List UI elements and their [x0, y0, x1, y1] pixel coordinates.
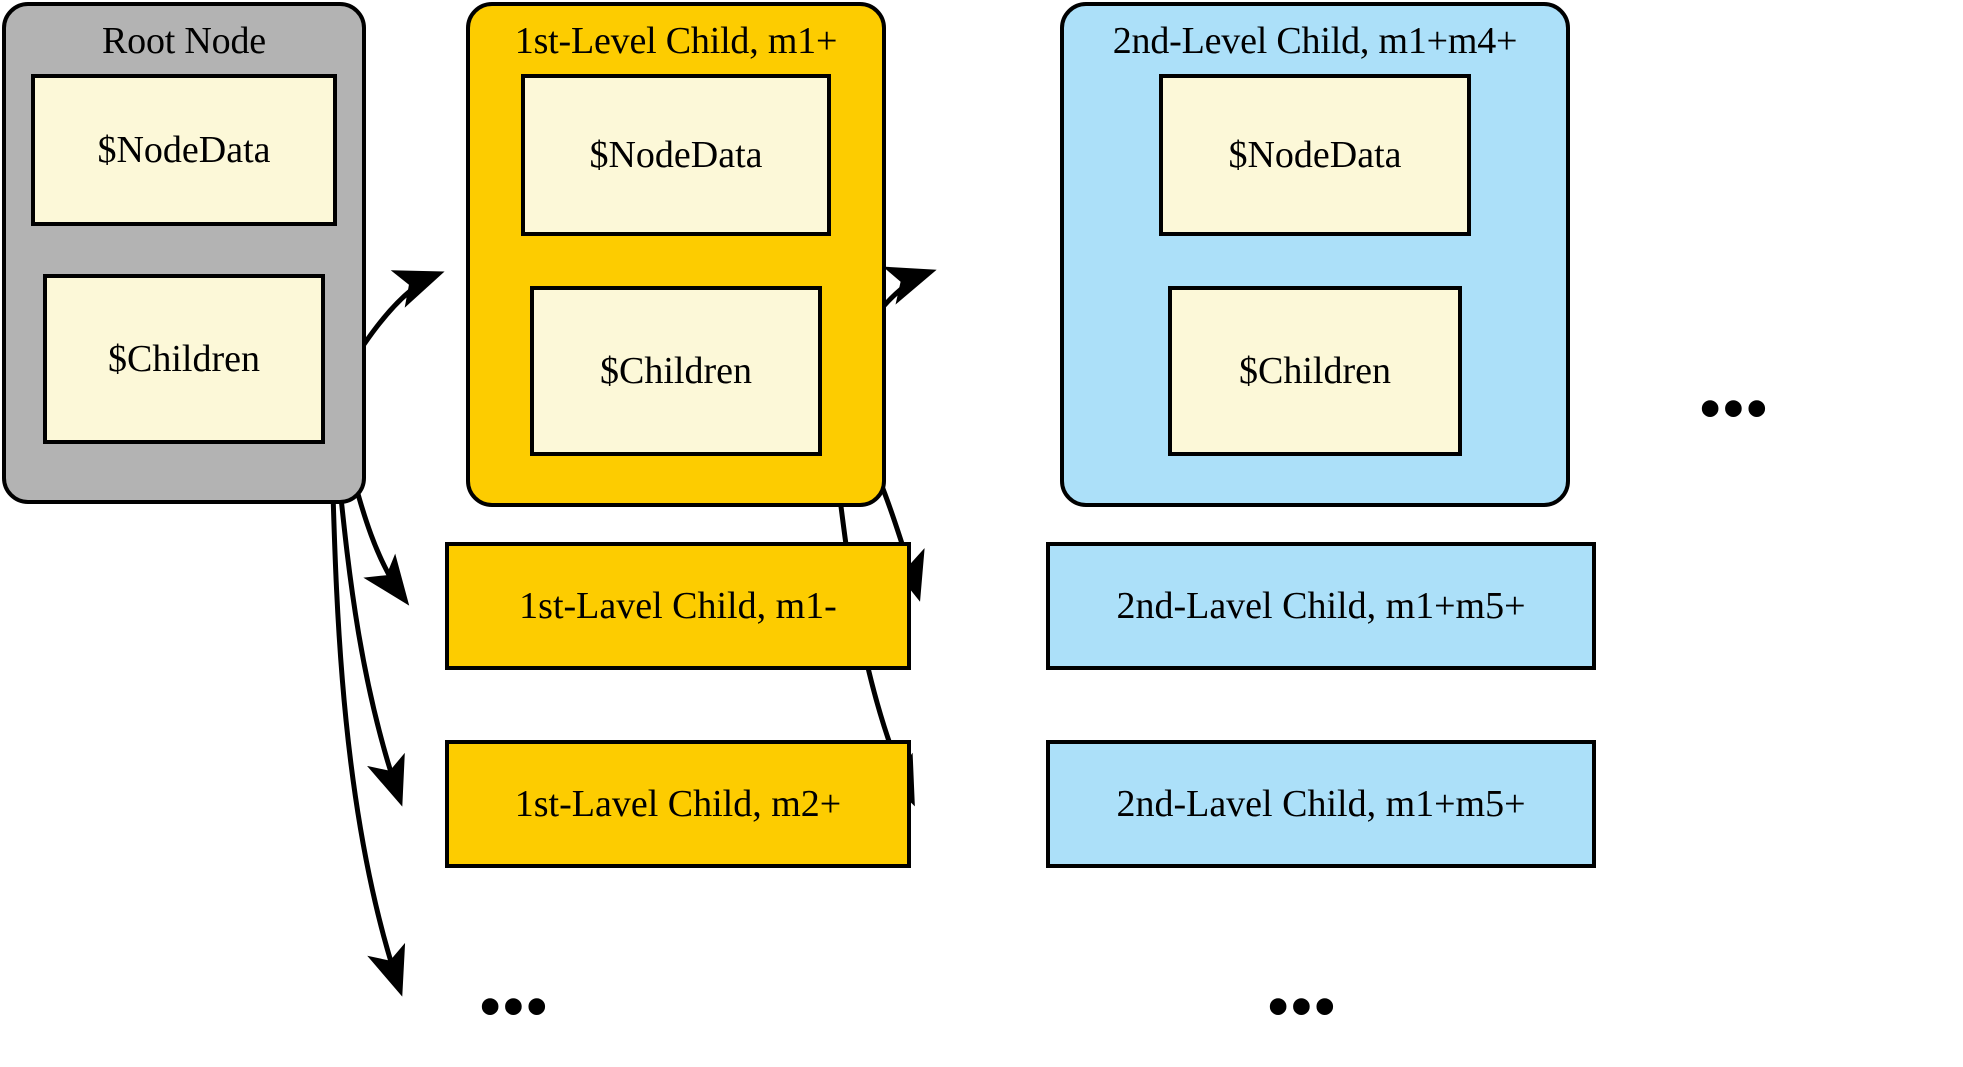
node-root[interactable]: Root Node $NodeData $Children	[2, 2, 366, 504]
leaf-level1-m1-minus[interactable]: 1st-Lavel Child, m1-	[445, 542, 911, 670]
leaf-level2-first[interactable]: 2nd-Lavel Child, m1+m5+	[1046, 542, 1596, 670]
node-root-field-nodedata[interactable]: $NodeData	[31, 74, 337, 226]
node-level1-expanded-title: 1st-Level Child, m1+	[514, 20, 838, 62]
node-root-title: Root Node	[102, 20, 266, 62]
node-level2-field-children[interactable]: $Children	[1168, 286, 1462, 456]
node-level2-field-nodedata[interactable]: $NodeData	[1159, 74, 1471, 236]
leaf-level2-second[interactable]: 2nd-Lavel Child, m1+m5+	[1046, 740, 1596, 868]
ellipsis-level2-bottom: •••	[1268, 974, 1338, 1039]
node-level1-field-nodedata[interactable]: $NodeData	[521, 74, 831, 236]
node-level1-expanded[interactable]: 1st-Level Child, m1+ $NodeData $Children	[466, 2, 886, 507]
ellipsis-level1-bottom: •••	[480, 974, 550, 1039]
leaf-level1-m2-plus[interactable]: 1st-Lavel Child, m2+	[445, 740, 911, 868]
node-level2-expanded[interactable]: 2nd-Level Child, m1+m4+ $NodeData $Child…	[1060, 2, 1570, 507]
node-level1-field-children[interactable]: $Children	[530, 286, 822, 456]
ellipsis-level2-more: •••	[1700, 376, 1770, 441]
node-root-field-children[interactable]: $Children	[43, 274, 325, 444]
node-level2-expanded-title: 2nd-Level Child, m1+m4+	[1112, 20, 1518, 62]
